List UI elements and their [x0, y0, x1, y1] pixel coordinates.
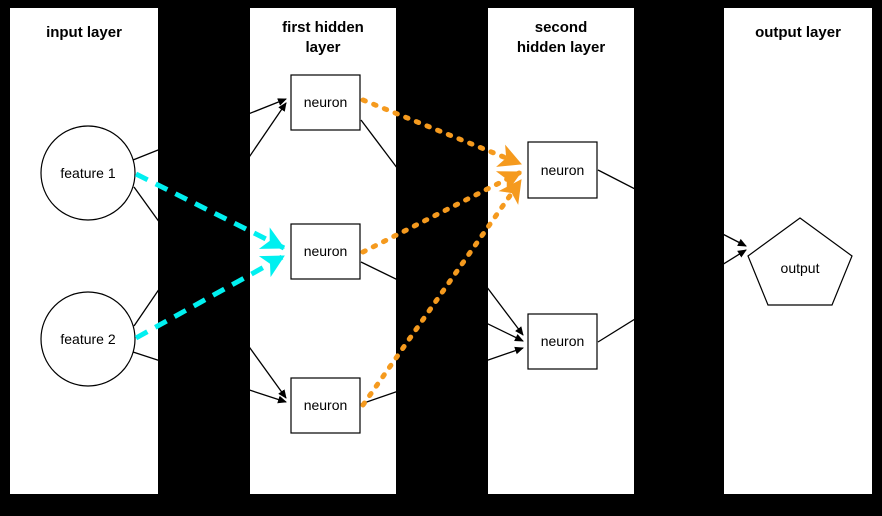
- node-hidden1-bottom[interactable]: neuron: [290, 377, 361, 434]
- panel-second-hidden-layer: [488, 8, 634, 494]
- panel-title-output-layer: output layer: [755, 24, 841, 41]
- hidden2-top-label: neuron: [541, 162, 585, 178]
- panel-input-layer: [10, 8, 158, 494]
- hidden2-top-box[interactable]: [527, 141, 598, 199]
- edge-hidden1-bottom-to-hidden2-bottom: [360, 346, 524, 405]
- node-hidden2-bottom[interactable]: neuron: [527, 313, 598, 370]
- node-hidden1-top[interactable]: neuron: [290, 74, 361, 131]
- edge-hidden2-top-to-output: [597, 169, 747, 247]
- node-hidden2-top[interactable]: neuron: [527, 141, 598, 199]
- panel-title-first-hidden-layer-line2: layer: [305, 39, 340, 56]
- highlight-path-orange: [360, 97, 524, 408]
- highlight-edge-hidden1-middle-to-hidden2-top: [360, 169, 524, 255]
- edge-hidden1-middle-to-hidden2-bottom: [360, 261, 524, 342]
- feature-2-label: feature 2: [60, 331, 115, 347]
- output-label: output: [781, 260, 820, 276]
- hidden1-bottom-label: neuron: [304, 397, 348, 413]
- hidden2-bottom-label: neuron: [541, 333, 585, 349]
- hidden1-bottom-box[interactable]: [290, 377, 361, 434]
- highlight-path-cyan: [134, 171, 286, 341]
- feature-1-label: feature 1: [60, 165, 115, 181]
- feature-1-circle[interactable]: [40, 125, 136, 221]
- edge-hidden1-top-to-hidden2-bottom: [360, 119, 524, 336]
- hidden1-top-label: neuron: [304, 94, 348, 110]
- hidden1-top-box[interactable]: [290, 74, 361, 131]
- edges-second-hidden-to-output: [597, 169, 747, 343]
- feature-2-circle[interactable]: [40, 291, 136, 387]
- hidden2-bottom-box[interactable]: [527, 313, 598, 370]
- edge-feature2-to-hidden1-top: [133, 102, 287, 327]
- highlight-edge-feature1-to-hidden1-middle: [134, 171, 286, 251]
- hidden1-middle-label: neuron: [304, 243, 348, 259]
- edges-input-to-first-hidden: [132, 98, 287, 404]
- edge-feature1-to-hidden1-bottom: [133, 186, 287, 399]
- edge-feature2-to-hidden1-bottom: [132, 351, 287, 404]
- highlight-edge-feature2-to-hidden1-middle: [134, 253, 286, 341]
- node-feature-2[interactable]: feature 2: [40, 291, 136, 387]
- edge-hidden2-bottom-to-output: [597, 249, 747, 343]
- edges-first-hidden-to-second-hidden: [360, 119, 524, 405]
- hidden1-middle-box[interactable]: [290, 223, 361, 280]
- panel-title-first-hidden-layer-line1: first hidden: [282, 19, 364, 36]
- node-feature-1[interactable]: feature 1: [40, 125, 136, 221]
- panel-title-second-hidden-layer-line2: hidden layer: [517, 39, 606, 56]
- node-output[interactable]: output: [747, 217, 853, 306]
- highlight-edge-hidden1-bottom-to-hidden2-top: [360, 177, 524, 408]
- panel-title-second-hidden-layer-line1: second: [535, 19, 588, 36]
- panel-title-input-layer: input layer: [46, 24, 122, 41]
- node-hidden1-middle[interactable]: neuron: [290, 223, 361, 280]
- output-pentagon[interactable]: [747, 217, 853, 306]
- highlight-edge-hidden1-top-to-hidden2-top: [360, 97, 524, 167]
- edge-feature1-to-hidden1-top: [132, 98, 287, 161]
